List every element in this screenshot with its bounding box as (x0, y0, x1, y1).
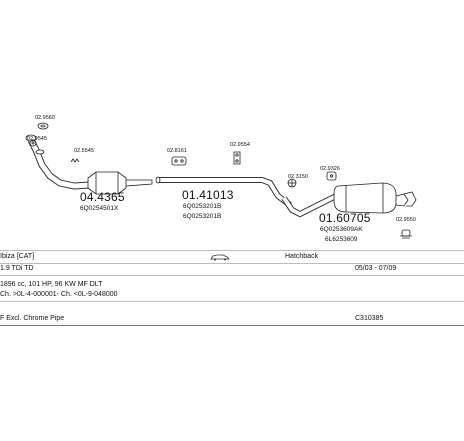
rubber-hanger-icon (326, 171, 337, 181)
fitting-clamp-mid: 02.3150 (288, 174, 308, 180)
rear-silencer (281, 182, 417, 218)
rubber-hanger-icon (233, 151, 241, 165)
chassis-range: Ch. >0L-4-000001- Ch. <0L-9-048000 (0, 291, 118, 298)
oe-number-rear-silencer-1: 6Q0253609AK (320, 226, 363, 233)
part-number-center-pipe: 01.41013 (182, 188, 234, 202)
gasket-icon (29, 139, 37, 147)
fitting-clamp-top: 02.9560 (35, 115, 55, 121)
fitting-hanger-1: 02.8161 (167, 148, 187, 154)
engine-spec: 1896 cc, 101 HP, 96 KW MF DLT (0, 281, 103, 288)
clamp-icon (287, 178, 297, 188)
model-name: Ibiza [CAT] (0, 253, 35, 260)
part-number-front-pipe: 04.4365 (80, 190, 125, 204)
part-number-rear-silencer: 01.60705 (319, 211, 371, 225)
car-icon (210, 254, 230, 261)
catalytic-converter (87, 171, 153, 195)
rubber-hanger-icon (171, 156, 187, 166)
divider (0, 250, 464, 251)
engine: 1.9 TDi TD (0, 265, 34, 272)
rubber-hanger-icon (400, 229, 412, 239)
divider (0, 275, 464, 276)
oe-number-rear-silencer-2: 6L6253609 (325, 236, 358, 243)
fitting-hanger-4: 02.9550 (396, 217, 416, 223)
center-pipe (155, 176, 292, 208)
fitting-hanger-3: 02.9326 (320, 166, 340, 172)
body-type: Hatchback (285, 253, 319, 260)
fitting-gasket-2: 02.5545 (74, 148, 94, 154)
clamp-top-icon (37, 122, 49, 130)
oe-number-center-pipe-1: 6Q0253201B (183, 203, 222, 210)
years: 05/03 - 07/09 (355, 265, 397, 272)
divider (0, 263, 464, 264)
spring-icon (70, 158, 80, 163)
front-pipe (25, 134, 91, 190)
oe-number-front-pipe: 6Q0254501X (80, 205, 119, 212)
fitting-hanger-2: 02.9554 (230, 142, 250, 148)
fitting-gasket-1: 02.9545 (27, 136, 47, 142)
remark: F Excl. Chrome Pipe (0, 315, 65, 322)
divider (0, 301, 464, 302)
divider (0, 325, 464, 326)
reference: C310385 (355, 315, 384, 322)
oe-number-center-pipe-2: 6Q0253201B (183, 213, 222, 220)
